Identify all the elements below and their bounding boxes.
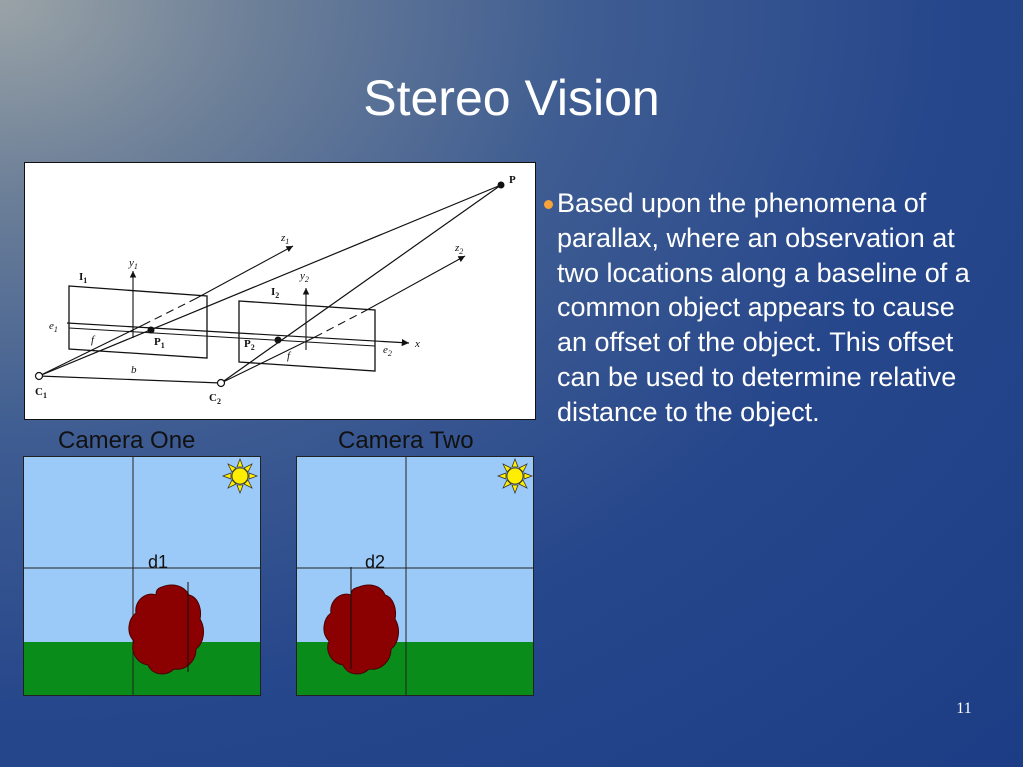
label-e2: e bbox=[383, 344, 388, 356]
label-z1: z bbox=[280, 232, 286, 244]
bullet-text: Based upon the phenomena of parallax, wh… bbox=[557, 188, 970, 427]
point-P bbox=[497, 181, 505, 189]
label-f1: f bbox=[91, 334, 96, 346]
label-y2: y bbox=[299, 270, 305, 282]
svg-text:z2: z2 bbox=[454, 242, 463, 256]
svg-text:e2: e2 bbox=[383, 344, 392, 358]
label-f2: f bbox=[287, 350, 292, 362]
axis-z2 bbox=[220, 336, 316, 384]
bullet-dot-icon bbox=[544, 200, 553, 209]
svg-text:y1: y1 bbox=[128, 257, 138, 271]
camera-two-view: d2 bbox=[296, 456, 534, 696]
point-P1 bbox=[147, 326, 155, 334]
camera-one-label: Camera One bbox=[58, 427, 196, 454]
sun-icon bbox=[496, 457, 533, 495]
label-z2: z bbox=[454, 242, 460, 254]
label-b: b bbox=[131, 364, 137, 376]
tree-object bbox=[323, 584, 399, 675]
point-P2 bbox=[274, 336, 282, 344]
svg-text:z1: z1 bbox=[280, 232, 289, 246]
svg-text:C1: C1 bbox=[35, 386, 47, 400]
baseline-b bbox=[38, 375, 222, 384]
camera-center-C1 bbox=[34, 371, 44, 381]
camera-one-view: d1 bbox=[23, 456, 261, 696]
page-number: 11 bbox=[956, 700, 972, 717]
epipolar-line bbox=[66, 322, 410, 347]
svg-text:P2: P2 bbox=[244, 338, 255, 352]
svg-text:y2: y2 bbox=[299, 270, 309, 284]
label-P2: P bbox=[244, 338, 251, 350]
label-P: P bbox=[509, 174, 516, 186]
label-y1: y bbox=[128, 257, 134, 269]
label-P1: P bbox=[154, 336, 161, 348]
stereo-geometry-diagram: P z1 z2 y1 y2 I1 I2 e1 e2 f f P1 P2 x b … bbox=[24, 162, 536, 420]
bullet-point: Based upon the phenomena of parallax, wh… bbox=[544, 186, 984, 430]
image-plane-2 bbox=[238, 300, 376, 372]
label-I2: I bbox=[271, 286, 275, 298]
camera-two-label: Camera Two bbox=[338, 427, 474, 454]
label-C1: C bbox=[35, 386, 43, 398]
axis-z1 bbox=[38, 324, 144, 377]
disparity-label-d1: d1 bbox=[148, 552, 168, 572]
label-x: x bbox=[414, 338, 420, 350]
label-e1: e bbox=[49, 320, 54, 332]
label-I1: I bbox=[79, 271, 83, 283]
label-C2: C bbox=[209, 392, 217, 404]
svg-text:P1: P1 bbox=[154, 336, 165, 350]
ray-c1-p bbox=[38, 184, 502, 377]
slide-title: Stereo Vision bbox=[363, 70, 660, 126]
sun-icon bbox=[221, 457, 259, 495]
camera-center-C2 bbox=[216, 378, 226, 388]
svg-text:C2: C2 bbox=[209, 392, 221, 406]
svg-text:I2: I2 bbox=[271, 286, 279, 300]
image-plane-1 bbox=[68, 285, 208, 359]
tree-object bbox=[128, 584, 204, 675]
svg-text:I1: I1 bbox=[79, 271, 87, 285]
ray-c2-p bbox=[220, 184, 502, 384]
svg-text:e1: e1 bbox=[49, 320, 58, 334]
disparity-label-d2: d2 bbox=[365, 552, 385, 572]
